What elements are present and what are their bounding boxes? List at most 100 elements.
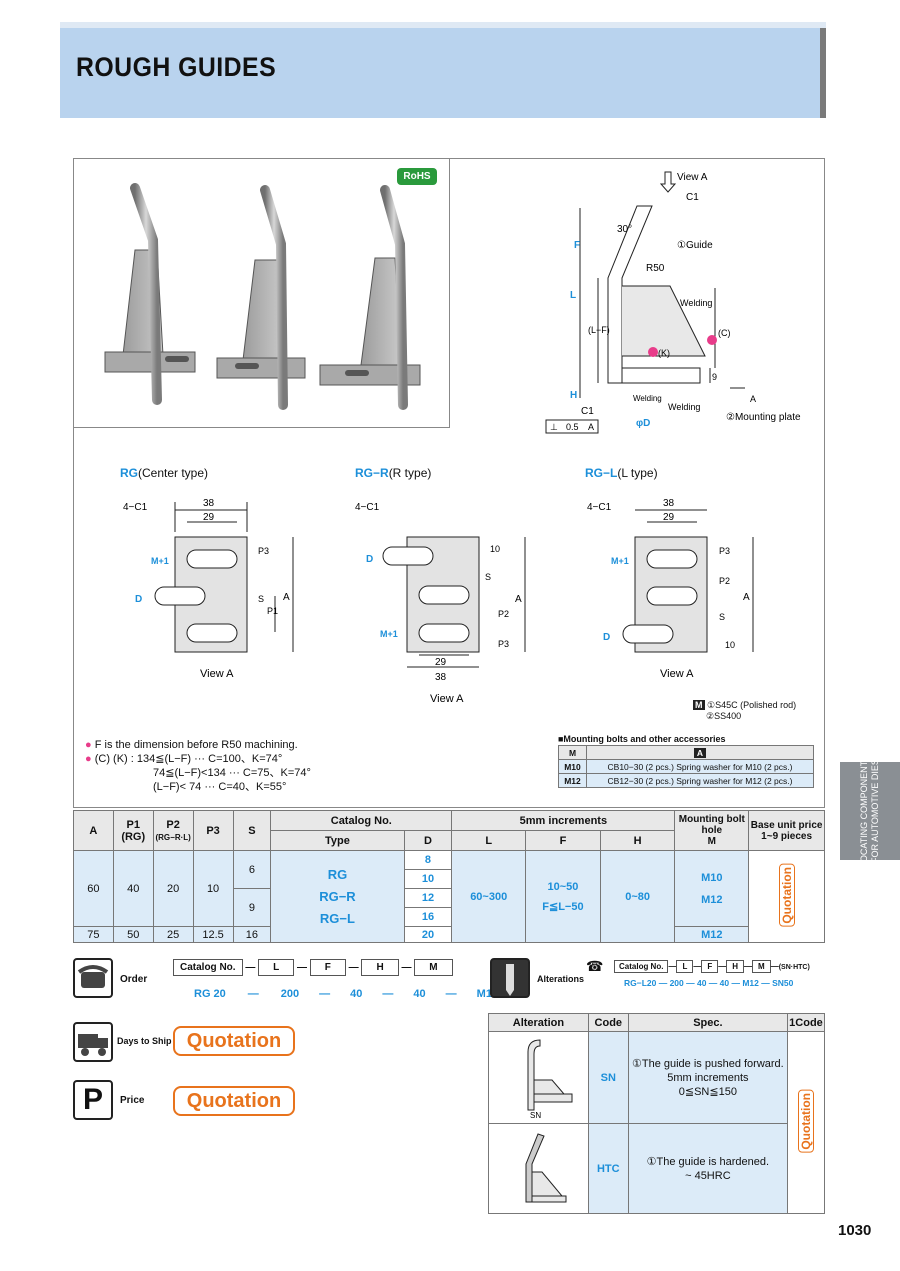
m-10: M10 (701, 871, 723, 884)
f-dim: F (574, 240, 580, 251)
rgl-p2: P2 (719, 576, 730, 586)
welding-label: Welding (680, 298, 712, 308)
page-title: ROUGH GUIDES (76, 52, 277, 82)
c1-label-2: C1 (581, 406, 594, 417)
acc-r1-m: M10 (558, 759, 587, 774)
alt-sn-spec2: 5mm increments (667, 1071, 749, 1084)
k-label: (K) (658, 348, 670, 358)
type-rgl-desc: (L type) (617, 466, 658, 480)
price-icon: P (73, 1080, 113, 1120)
tol-datum: A (588, 422, 594, 432)
rgr-p3: P3 (498, 639, 509, 649)
alt-htc-figure (488, 1123, 589, 1214)
product-photo (104, 183, 421, 410)
rgr-38: 38 (435, 672, 447, 683)
m-12b: M12 (674, 926, 750, 943)
h-bolt-m: M (707, 836, 716, 847)
h-p2: P2(RG−R·L) (152, 810, 194, 851)
rgr-view-a: 4−C1 10 S P2 P3 A D M+1 29 38 View A (355, 502, 526, 705)
rgl-10: 10 (725, 640, 735, 650)
rgr-29: 29 (435, 657, 447, 668)
order-field-l: L (258, 959, 295, 976)
order-ex-f: 40 (350, 988, 363, 1000)
alt-field-code: (SN·HTC) (778, 964, 810, 971)
alt-h-spec: Spec. (627, 1013, 788, 1032)
rgl-p3: P3 (719, 546, 730, 556)
datum-a: A (750, 394, 756, 404)
type-cell: RG RG−R RG−L (270, 850, 405, 943)
alt-field-catalog: Catalog No. (614, 960, 669, 973)
alt-sn-figure: SN (488, 1031, 589, 1124)
h-price-sub: 1~9 pieces (761, 830, 813, 842)
rg-view-label: View A (200, 668, 234, 680)
d-20: 20 (403, 926, 453, 943)
accessories-title: ■Mounting bolts and other accessories (558, 734, 726, 744)
rgl-view-a: 4−C1 38 29 P3 P2 S 10 A D M+1 View A (587, 498, 754, 680)
perp-symbol: ⊥ (550, 422, 558, 432)
alt-field-h: H (726, 960, 745, 973)
days-label: Days to Ship (117, 1036, 172, 1046)
alt-example: RG−L20 — 200 — 40 — 40 — M12 — SN50 (624, 978, 794, 988)
note-3: 74≦(L−F)<134 ··· C=75、K=74° (153, 767, 311, 779)
type-rg-desc: (Center type) (138, 466, 209, 480)
r50-label: R50 (646, 263, 665, 274)
rg-p1: P1 (267, 606, 278, 616)
h-range: 0~80 (599, 850, 676, 943)
lf-dim: (L−F) (588, 325, 610, 335)
d-16: 16 (403, 907, 453, 927)
acc-h-a: A (586, 745, 814, 760)
side-tab-line1: LOCATING COMPONENTS (859, 754, 869, 868)
rg-view-a: 4−C1 38 29 P3 S P1 A D M+1 View A (123, 498, 294, 680)
note-icon: ● (85, 739, 92, 751)
rg-29: 29 (203, 512, 215, 523)
note-2: (C) (K) : 134≦(L−F) ··· C=100、K=74° (94, 753, 283, 765)
h-p1: P1(RG) (112, 810, 154, 851)
note-icon-2: ● (85, 753, 92, 765)
type-rgr-name: RG−R (355, 466, 389, 480)
guide-rgr-photo (216, 185, 306, 410)
c-label: (C) (718, 328, 731, 338)
h-a: A (73, 810, 114, 851)
alt-quotation: Quotation (797, 1089, 814, 1153)
price-cell: Quotation (748, 850, 825, 943)
d-12: 12 (403, 888, 453, 908)
rg-c4: 4−C1 (123, 502, 148, 513)
material-block: M ①S45C (Polished rod) ②SS400 (693, 700, 796, 722)
truck-icon (73, 1022, 113, 1062)
alt-sn-code: SN (587, 1031, 629, 1124)
alt-field-m: M (752, 960, 771, 973)
welding-label-2: Welding (633, 394, 662, 403)
phi-d: φD (636, 418, 650, 429)
alt-format: Catalog No.—L—F—H—M—(SN·HTC) (614, 960, 810, 973)
rohs-badge: RoHS (397, 168, 437, 185)
r1-a: 60 (73, 850, 114, 927)
r2-p3: 12.5 (192, 926, 234, 943)
rgr-view-label: View A (430, 693, 464, 705)
price-quotation-big: Quotation (173, 1086, 295, 1116)
order-ex-catalog: RG 20 (194, 988, 226, 1000)
r2-p2: 25 (152, 926, 194, 943)
order-format: Catalog No. — L — F — H — M (173, 959, 453, 976)
angle-label: 30° (617, 224, 632, 235)
alt-h-code: Code (587, 1013, 629, 1032)
nine-dim: 9 (712, 372, 717, 382)
header-highlight (60, 22, 826, 28)
rg-a: A (283, 592, 290, 603)
r1-s1: 6 (232, 850, 272, 889)
material-line2: ②SS400 (706, 711, 742, 721)
h-l: L (451, 830, 527, 851)
h-bolt-text: Mounting bolt hole (678, 814, 745, 836)
order-label: Order (120, 974, 148, 985)
rg-d: D (135, 594, 142, 605)
alt-htc-spec: ①The guide is hardened.~ 45HRC (627, 1123, 788, 1214)
r2-p1: 50 (112, 926, 154, 943)
order-field-m: M (414, 959, 453, 976)
h-d: D (403, 830, 453, 851)
d-8: 8 (403, 850, 453, 870)
rgr-s: S (485, 572, 491, 582)
h-p3: P3 (192, 810, 234, 851)
